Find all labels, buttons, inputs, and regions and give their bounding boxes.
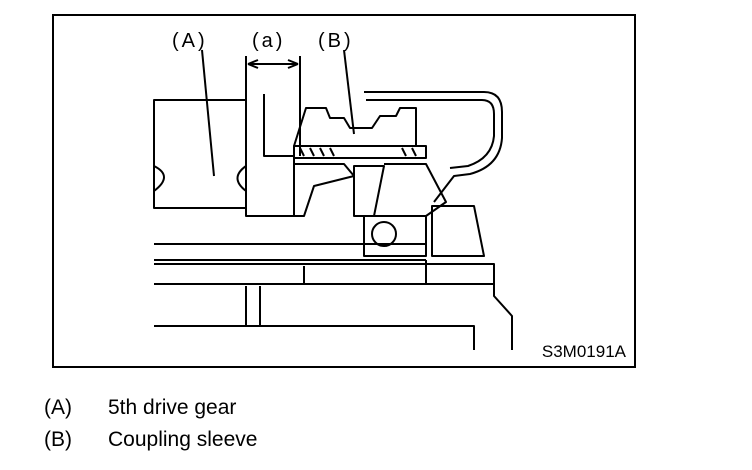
- shift-fork-guard-inner: [366, 99, 495, 169]
- legend-item: (B) Coupling sleeve: [44, 424, 257, 456]
- legend: (A) 5th drive gear (B) Coupling sleeve: [44, 392, 257, 456]
- synchro-ring: [353, 165, 385, 217]
- coupling-sleeve: [293, 107, 417, 147]
- drive-gear-hub: [245, 94, 295, 217]
- housing-notch: [153, 165, 165, 192]
- synchro-hub: [293, 163, 355, 217]
- nut: [431, 205, 485, 257]
- leader-a: [201, 49, 215, 177]
- legend-text: 5th drive gear: [108, 396, 237, 419]
- leader-b: [343, 49, 355, 135]
- gear-assembly-drawing: [153, 49, 513, 350]
- dimension-arrow-head-left: [247, 59, 259, 69]
- shaft-lower: [154, 263, 495, 285]
- lower-housing: [154, 283, 513, 350]
- shaft-upper: [154, 243, 426, 261]
- housing-base-line: [154, 325, 475, 350]
- shaft-step: [303, 260, 427, 284]
- bearing-race: [363, 215, 427, 257]
- dimension-arrow-head-right: [287, 59, 299, 69]
- sleeve-teeth: [293, 145, 427, 159]
- bearing-ball: [371, 221, 397, 247]
- figure-id: S3M0191A: [541, 342, 626, 361]
- legend-text: Coupling sleeve: [108, 428, 258, 451]
- synchro-cone: [384, 163, 447, 217]
- legend-key: (A): [44, 396, 72, 419]
- housing-right-wall: [245, 286, 261, 326]
- drive-gear-body: [153, 99, 247, 209]
- housing-notch-2: [236, 165, 247, 192]
- callout-b-upper: (B): [318, 30, 354, 52]
- callout-a-lower: (a): [252, 30, 286, 52]
- legend-key: (B): [44, 428, 72, 451]
- sleeve-teeth-marks: [299, 147, 417, 157]
- figure-frame: (A) (a) (B) S3M0191A: [52, 14, 636, 368]
- shift-fork-guard: [364, 91, 503, 203]
- legend-item: (A) 5th drive gear: [44, 392, 257, 424]
- callout-a-upper: (A): [172, 30, 208, 52]
